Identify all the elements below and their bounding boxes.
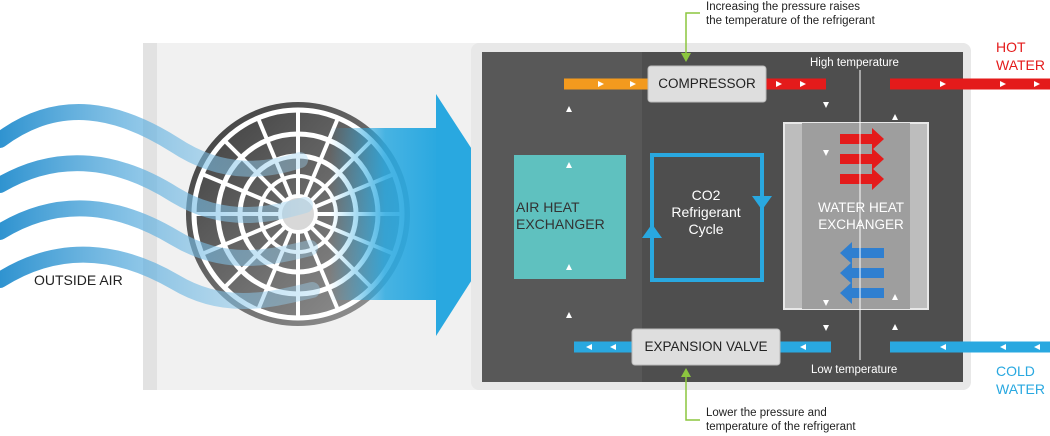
- cycle-label: CO2 Refrigerant Cycle: [671, 187, 741, 237]
- note-compressor: Increasing the pressure raises the tempe…: [706, 1, 875, 27]
- expansion-valve-label: EXPANSION VALVE: [644, 339, 768, 354]
- note-pointer-bottom: [681, 368, 700, 421]
- water-pipes: [889, 78, 1050, 353]
- flow-markers: [566, 81, 1040, 350]
- cold-water-label: COLD WATER: [996, 363, 1045, 397]
- air-flow-beam: [330, 128, 440, 300]
- water-heat-exchanger-label: WATER HEAT EXCHANGER: [818, 200, 904, 232]
- cycle-loop-icon: [650, 153, 764, 282]
- compressor-box: [647, 65, 767, 103]
- expansion-valve-box: [631, 328, 781, 366]
- hot-water-label: HOT WATER: [996, 39, 1045, 73]
- low-temperature-label: Low temperature: [811, 364, 898, 376]
- cycle-arrow-left-icon: [642, 224, 662, 238]
- cycle-arrow-right-icon: [752, 196, 772, 210]
- outside-air-label: OUTSIDE AIR: [34, 272, 123, 288]
- note-pointer-top: [681, 12, 700, 62]
- heat-transfer-arrows-cold: [840, 242, 884, 304]
- heat-transfer-arrows-hot: [840, 128, 884, 190]
- note-expansion-valve: Lower the pressure and temperature of th…: [706, 407, 856, 433]
- outside-air-swirls: [0, 104, 320, 310]
- air-heat-exchanger-label: AIR HEAT EXCHANGER: [516, 199, 605, 232]
- high-temperature-label: High temperature: [810, 57, 899, 69]
- compressor-label: COMPRESSOR: [658, 76, 756, 91]
